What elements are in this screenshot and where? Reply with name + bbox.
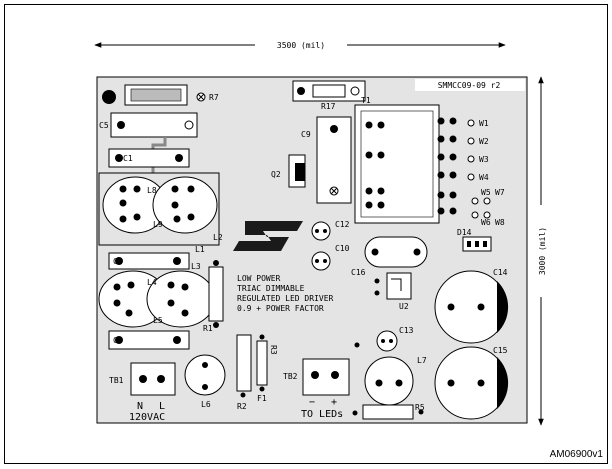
input-label-l: L [159, 401, 165, 412]
height-dimension-label: 3000 (mil) [538, 227, 547, 275]
label-r2: R2 [237, 402, 247, 411]
label-l5: L5 [153, 316, 163, 325]
label-r1: R1 [203, 324, 213, 333]
label-c9: C9 [301, 130, 311, 139]
width-dimension-label: 3500 (mil) [277, 41, 325, 50]
label-l1: L1 [195, 245, 205, 254]
label-c16: C16 [351, 268, 366, 277]
label-d14: D14 [457, 228, 472, 237]
label-w7: W7 [495, 188, 505, 197]
label-c1: C1 [123, 154, 133, 163]
label-w2: W2 [479, 137, 489, 146]
label-c14: C14 [493, 268, 508, 277]
label-r5: R5 [415, 403, 425, 412]
label-l4: L4 [147, 278, 157, 287]
label-l6: L6 [201, 400, 211, 409]
label-c15: C15 [493, 346, 508, 355]
label-c10: C10 [335, 244, 350, 253]
silkscreen-line-1: LOW POWER [237, 274, 281, 283]
label-w3: W3 [479, 155, 489, 164]
figure-frame: 3500 (mil) 3000 (mil) SMMCC09-09 r2 R7 R… [4, 4, 608, 464]
label-l2: L2 [213, 233, 223, 242]
output-label-to-leds: TO LEDs [301, 409, 343, 420]
label-tb1: TB1 [109, 376, 124, 385]
board-part-number: SMMCC09-09 r2 [438, 81, 501, 90]
label-r7: R7 [209, 93, 219, 102]
label-l3: L3 [191, 262, 201, 271]
label-f1: F1 [257, 394, 267, 403]
label-w8: W8 [495, 218, 505, 227]
label-c3: C3 [113, 336, 123, 345]
label-w6: W6 [481, 218, 491, 227]
output-label-minus: − [309, 397, 315, 408]
output-label-plus: + [331, 397, 337, 408]
silkscreen-line-4: 0.9 + POWER FACTOR [237, 304, 324, 313]
input-voltage-label: 120VAC [129, 412, 165, 423]
label-l7: L7 [417, 356, 427, 365]
label-q2: Q2 [271, 170, 281, 179]
input-label-n: N [137, 401, 143, 412]
silkscreen-line-3: REGULATED LED DRIVER [237, 294, 334, 303]
st-logo [233, 221, 303, 251]
label-r3: R3 [269, 345, 278, 355]
label-c5: C5 [99, 121, 109, 130]
label-u2: U2 [399, 302, 409, 311]
label-w1: W1 [479, 119, 489, 128]
label-w5: W5 [481, 188, 491, 197]
label-l9: L9 [153, 220, 163, 229]
label-c13: C13 [399, 326, 414, 335]
label-tb2: TB2 [283, 372, 298, 381]
label-t1: T1 [361, 96, 371, 105]
figure-reference: AM06900v1 [550, 449, 604, 460]
label-c2: C2 [113, 257, 123, 266]
label-r17: R17 [321, 102, 336, 111]
label-l8: L8 [147, 186, 157, 195]
label-c12: C12 [335, 220, 350, 229]
pcb-layout-diagram: 3500 (mil) 3000 (mil) SMMCC09-09 r2 R7 R… [94, 38, 604, 460]
silkscreen-line-2: TRIAC DIMMABLE [237, 284, 305, 293]
label-w4: W4 [479, 173, 489, 182]
